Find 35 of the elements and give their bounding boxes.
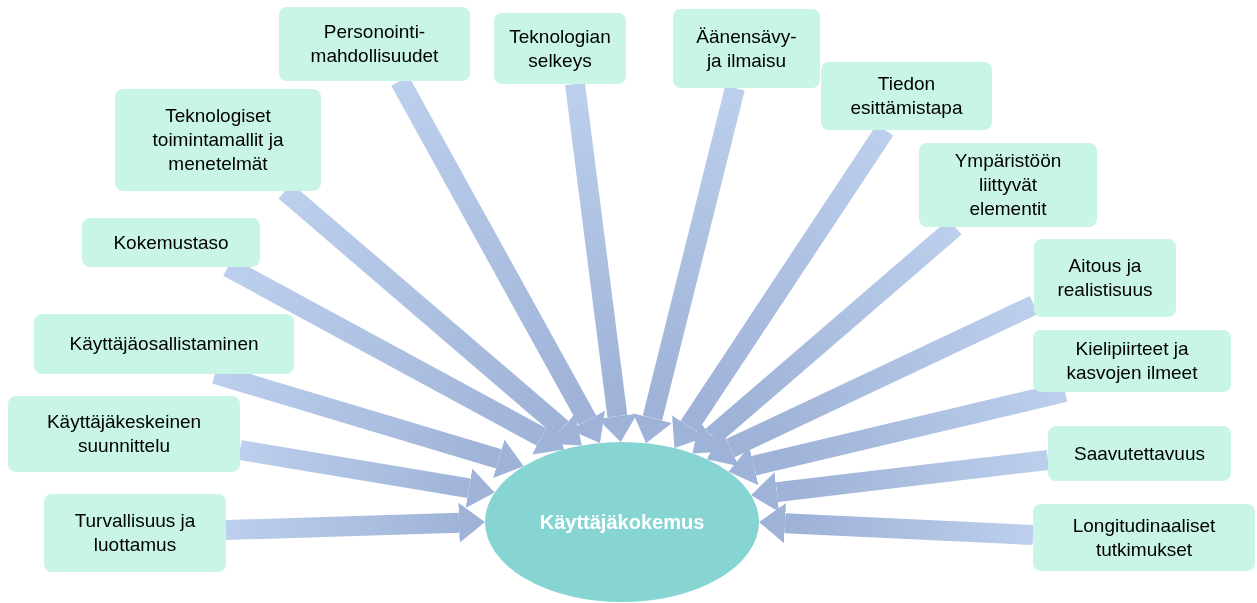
factor-box [1033, 504, 1255, 571]
block-arrow [238, 440, 495, 508]
factor-box [279, 7, 470, 81]
factor-box [821, 62, 992, 130]
factor-label: Äänensävy- ja ilmaisu [695, 24, 798, 73]
factor-label: Turvallisuus ja luottamus [73, 509, 197, 557]
center-label: Käyttäjäkokemus [539, 510, 705, 534]
factor-box [34, 314, 294, 374]
factor-label: Longitudinaaliset tutkimukset [1071, 513, 1217, 562]
factor-box [82, 218, 260, 267]
factor-label: Käyttäjäosallistaminen [69, 332, 259, 356]
factor-box [494, 13, 626, 84]
factor-label: Aitous ja realistisuus [1056, 254, 1154, 302]
block-arrow [225, 502, 485, 543]
factor-label: Personointi- mahdollisuudet [309, 20, 440, 68]
factor-box [44, 494, 226, 572]
factor-box [673, 9, 820, 88]
factor-box [8, 396, 240, 472]
block-arrow [633, 85, 745, 444]
factor-box [115, 89, 321, 191]
block-arrow [759, 503, 1034, 545]
factor-box [1048, 426, 1231, 481]
factor-box [919, 143, 1097, 227]
factor-label: Kielipiirteet ja kasvojen ilmeet [1065, 337, 1199, 385]
factor-label: Ympäristöön liittyvät elementit [953, 149, 1063, 221]
factor-box [1033, 330, 1231, 392]
factor-box [1034, 239, 1176, 317]
factor-label: Kokemustaso [113, 230, 229, 255]
factor-label: Tiedon esittämistapa [849, 72, 964, 120]
factor-label: Käyttäjäkeskeinen suunnittelu [45, 410, 203, 458]
factor-label: Teknologian selkeys [508, 24, 612, 73]
factor-label: Teknologiset toimintamallit ja menetelmät [151, 104, 285, 176]
factor-label: Saavutettavuus [1074, 441, 1205, 466]
block-arrow [565, 82, 638, 442]
block-arrow [751, 450, 1050, 512]
